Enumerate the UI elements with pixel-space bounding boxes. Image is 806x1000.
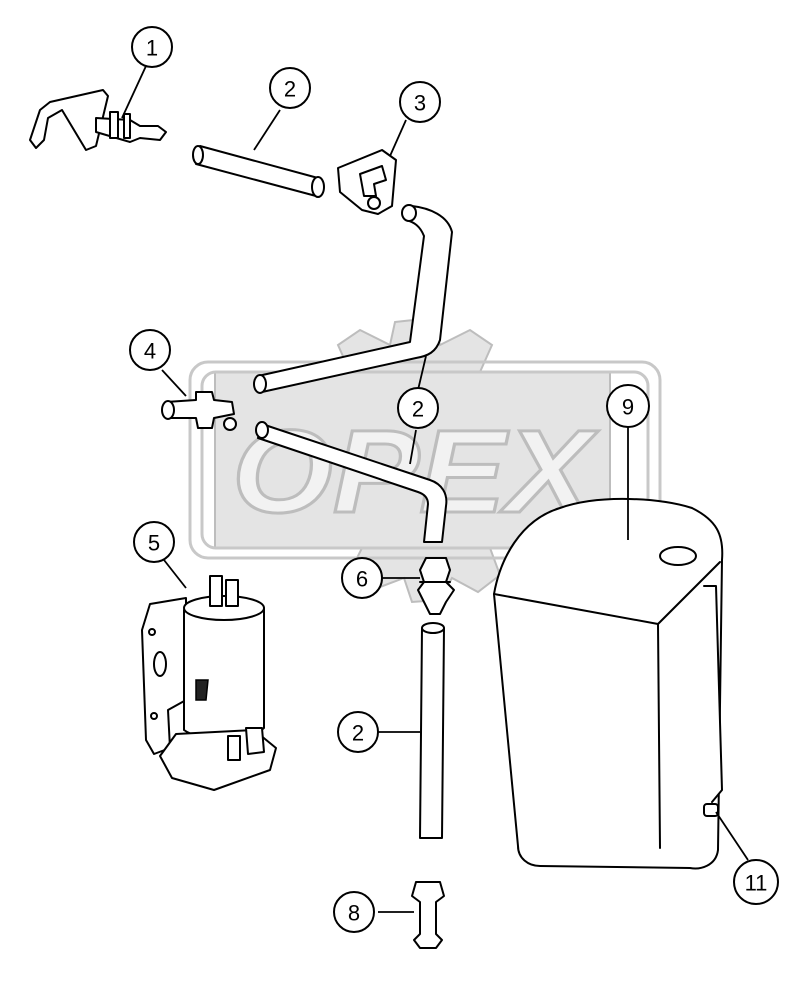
callout-4-label: 4 <box>144 339 156 364</box>
callout-8-label: 8 <box>348 901 360 926</box>
callout-11: 11 <box>733 859 779 905</box>
callout-3-label: 3 <box>414 91 426 116</box>
leader-4 <box>161 369 187 397</box>
callout-11-label: 11 <box>745 871 768 896</box>
callout-2-bottom: 2 <box>337 711 379 753</box>
callout-2-bottom-label: 2 <box>352 721 364 746</box>
hose-straight-top <box>192 145 325 198</box>
callout-6: 6 <box>341 557 383 599</box>
leader-1 <box>121 65 147 119</box>
leader-lines <box>121 65 749 913</box>
callout-5-label: 5 <box>148 531 160 556</box>
washer-reservoir <box>493 498 724 870</box>
callout-2-middle-label: 2 <box>412 397 424 422</box>
leader-2a <box>253 109 281 151</box>
callout-3: 3 <box>399 81 441 123</box>
callout-5: 5 <box>133 521 175 563</box>
hose-bent-upper <box>253 204 453 394</box>
callout-2-top: 2 <box>269 67 311 109</box>
hose-bent-lower <box>255 421 448 543</box>
callout-2-middle: 2 <box>397 387 439 429</box>
washer-nozzle-part <box>29 89 167 151</box>
plug-part <box>411 881 445 949</box>
callout-1: 1 <box>131 26 173 68</box>
leader-3 <box>389 119 407 157</box>
callout-9-label: 9 <box>622 395 634 420</box>
callout-8: 8 <box>333 891 375 933</box>
hose-vertical <box>419 622 445 839</box>
leader-2b <box>417 355 427 391</box>
leader-5 <box>163 559 187 589</box>
callout-6-label: 6 <box>356 567 368 592</box>
hose-clip <box>337 149 397 215</box>
leader-11 <box>715 811 749 861</box>
leader-2b-low <box>409 429 417 465</box>
callout-1-label: 1 <box>146 36 158 61</box>
callout-4: 4 <box>129 329 171 371</box>
hose-connector <box>417 557 455 615</box>
callout-9: 9 <box>606 384 650 428</box>
callout-2-top-label: 2 <box>284 77 296 102</box>
tee-connector <box>161 391 237 431</box>
washer-pump <box>141 575 277 791</box>
watermark-frame-inner <box>200 370 650 550</box>
